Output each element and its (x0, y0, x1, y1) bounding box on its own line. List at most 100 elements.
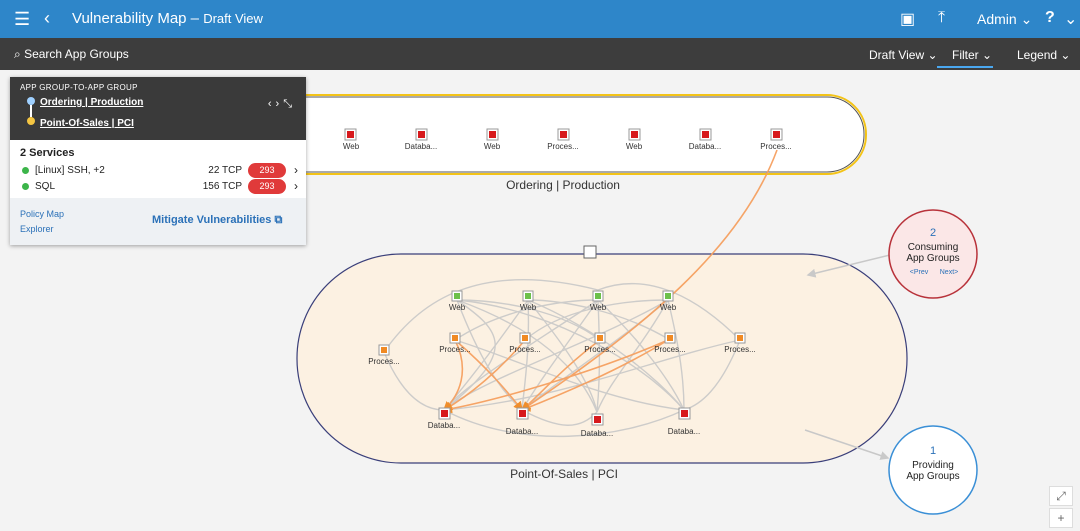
web-node[interactable]: Web (590, 290, 607, 312)
ordering-node[interactable]: Web (626, 128, 643, 151)
web-node[interactable]: Web (449, 290, 466, 312)
chevron-down-icon: ⌄ (1020, 11, 1033, 27)
chevron-down-icon: ⌄ (1060, 48, 1071, 62)
upload-icon[interactable]: ⤒ (938, 9, 946, 26)
screen-icon[interactable]: ▣ (900, 11, 916, 28)
database-node[interactable]: Databa... (668, 407, 700, 436)
chevron-down-icon[interactable]: ⌄ (1064, 11, 1078, 28)
app-title: Vulnerability Map (72, 10, 187, 27)
pos-process-nodes: Proces... Proces... Proces... Proces... … (368, 332, 756, 366)
panel-nav: ‹›⤡ (268, 98, 296, 111)
title-separator: – (190, 10, 200, 27)
external-link-icon: ⧉ (274, 214, 283, 226)
service-row[interactable]: SQL 156 TCP 293 › (20, 179, 300, 195)
consuming-label-2: App Groups (906, 253, 959, 264)
process-node[interactable]: Proces... (509, 332, 541, 354)
ordering-node[interactable]: Web (484, 128, 501, 151)
web-node[interactable]: Web (520, 290, 537, 312)
pos-web-nodes: Web Web Web Web (449, 290, 677, 312)
help-button[interactable]: ? (1045, 9, 1055, 26)
database-node[interactable]: Databa... (581, 413, 613, 438)
status-dot-icon (22, 183, 29, 190)
explorer-link[interactable]: Explorer (20, 224, 54, 234)
connector-line (30, 105, 32, 117)
consuming-link (806, 254, 891, 278)
ordering-node[interactable]: Proces... (547, 128, 579, 151)
pos-group-icon[interactable] (583, 245, 597, 259)
user-menu[interactable]: Admin ⌄ (977, 11, 1032, 28)
chevron-right-icon[interactable]: › (294, 179, 298, 193)
chevron-down-icon: ⌄ (982, 48, 993, 62)
search-app-groups-button[interactable]: ⌕ Search App Groups (14, 47, 129, 62)
process-node[interactable]: Proces... (368, 344, 400, 366)
consuming-prev-link[interactable]: <Prev (910, 269, 929, 276)
process-node[interactable]: Proces... (654, 332, 686, 354)
providing-count: 1 (930, 445, 936, 457)
search-icon: ⌕ (14, 47, 21, 61)
target-dot-icon (27, 117, 35, 125)
ordering-node[interactable]: Web (343, 128, 360, 151)
expand-icon[interactable]: ⤢ (1049, 486, 1073, 506)
node-label: Web (484, 142, 501, 151)
vulnerability-map-canvas[interactable]: Web Databa... Web Proces... Web Databa..… (0, 70, 1080, 531)
service-port: 156 TCP (202, 181, 242, 192)
menu-icon[interactable]: ☰ (14, 9, 31, 29)
node-label: Proces... (509, 345, 541, 354)
web-node[interactable]: Web (660, 290, 677, 312)
node-label: Proces... (760, 142, 792, 151)
target-group-link[interactable]: Point-Of-Sales | PCI (40, 118, 134, 129)
vulnerability-count-badge: 293 (248, 179, 286, 194)
service-row[interactable]: [Linux] SSH, +2 22 TCP 293 › (20, 163, 300, 179)
plus-icon[interactable]: + (1049, 508, 1073, 528)
legend-dropdown[interactable]: Legend ⌄ (1017, 48, 1070, 62)
database-node[interactable]: Databa... (428, 407, 460, 430)
next-chevron-icon[interactable]: › (275, 98, 284, 110)
consuming-next-link[interactable]: Next> (940, 269, 958, 276)
chevron-right-icon[interactable]: › (294, 163, 298, 177)
ordering-node[interactable]: Databa... (689, 128, 721, 151)
service-name: SQL (35, 181, 56, 192)
ordering-group-inner (237, 96, 865, 173)
pos-database-nodes: Databa... Databa... Databa... Databa... (428, 407, 700, 438)
mitigate-vulnerabilities-link[interactable]: Mitigate Vulnerabilities ⧉ (152, 214, 282, 227)
node-label: Web (449, 303, 466, 312)
policy-map-link[interactable]: Policy Map (20, 209, 65, 219)
ordering-node[interactable]: Databa... (405, 128, 437, 151)
draft-view-dropdown[interactable]: Draft View ⌄ (869, 48, 938, 62)
top-bar: ☰ ‹ Vulnerability Map – Draft View ▣ ⤒ A… (0, 0, 1080, 38)
panel-caption: APP GROUP-TO-APP GROUP (20, 83, 138, 92)
node-label: Web (626, 142, 643, 151)
panel-footer: Policy Map Explorer Mitigate Vulnerabili… (10, 198, 306, 245)
providing-label-1: Providing (912, 460, 954, 471)
back-chevron-icon[interactable]: ‹ (44, 8, 50, 28)
collapse-icon[interactable]: ⤡ (283, 98, 296, 110)
sub-toolbar: ⌕ Search App Groups Draft View ⌄ Filter … (0, 38, 1080, 70)
filter-dropdown[interactable]: Filter ⌄ (952, 48, 992, 62)
ordering-group-label[interactable]: Ordering | Production (506, 178, 620, 192)
prev-chevron-icon[interactable]: ‹ (267, 98, 276, 110)
providing-app-groups-node[interactable]: 1 Providing App Groups (888, 425, 978, 515)
process-node[interactable]: Proces... (584, 332, 616, 354)
providing-link (804, 429, 890, 460)
ordering-node[interactable]: Proces... (760, 128, 792, 151)
process-node[interactable]: Proces... (439, 332, 471, 354)
vulnerable-paths (442, 149, 778, 414)
legend-label: Legend (1017, 48, 1058, 62)
database-node[interactable]: Databa... (506, 407, 538, 436)
mitigate-label: Mitigate Vulnerabilities (152, 214, 272, 226)
node-label: Databa... (428, 421, 460, 430)
source-dot-icon (27, 97, 35, 105)
node-label: Proces... (584, 345, 616, 354)
process-node[interactable]: Proces... (724, 332, 756, 354)
service-name: [Linux] SSH, +2 (35, 165, 105, 176)
node-label: Web (520, 303, 537, 312)
search-label: Search App Groups (24, 47, 129, 61)
chevron-down-icon: ⌄ (927, 48, 938, 62)
source-group-link[interactable]: Ordering | Production (40, 97, 144, 108)
node-label: Web (343, 142, 360, 151)
pos-group-label[interactable]: Point-Of-Sales | PCI (510, 467, 618, 481)
services-title: 2 Services (20, 147, 75, 159)
user-name: Admin (977, 11, 1017, 27)
consuming-app-groups-node[interactable]: 2 Consuming App Groups <Prev Next> (888, 209, 978, 299)
filter-active-underline (937, 66, 993, 68)
